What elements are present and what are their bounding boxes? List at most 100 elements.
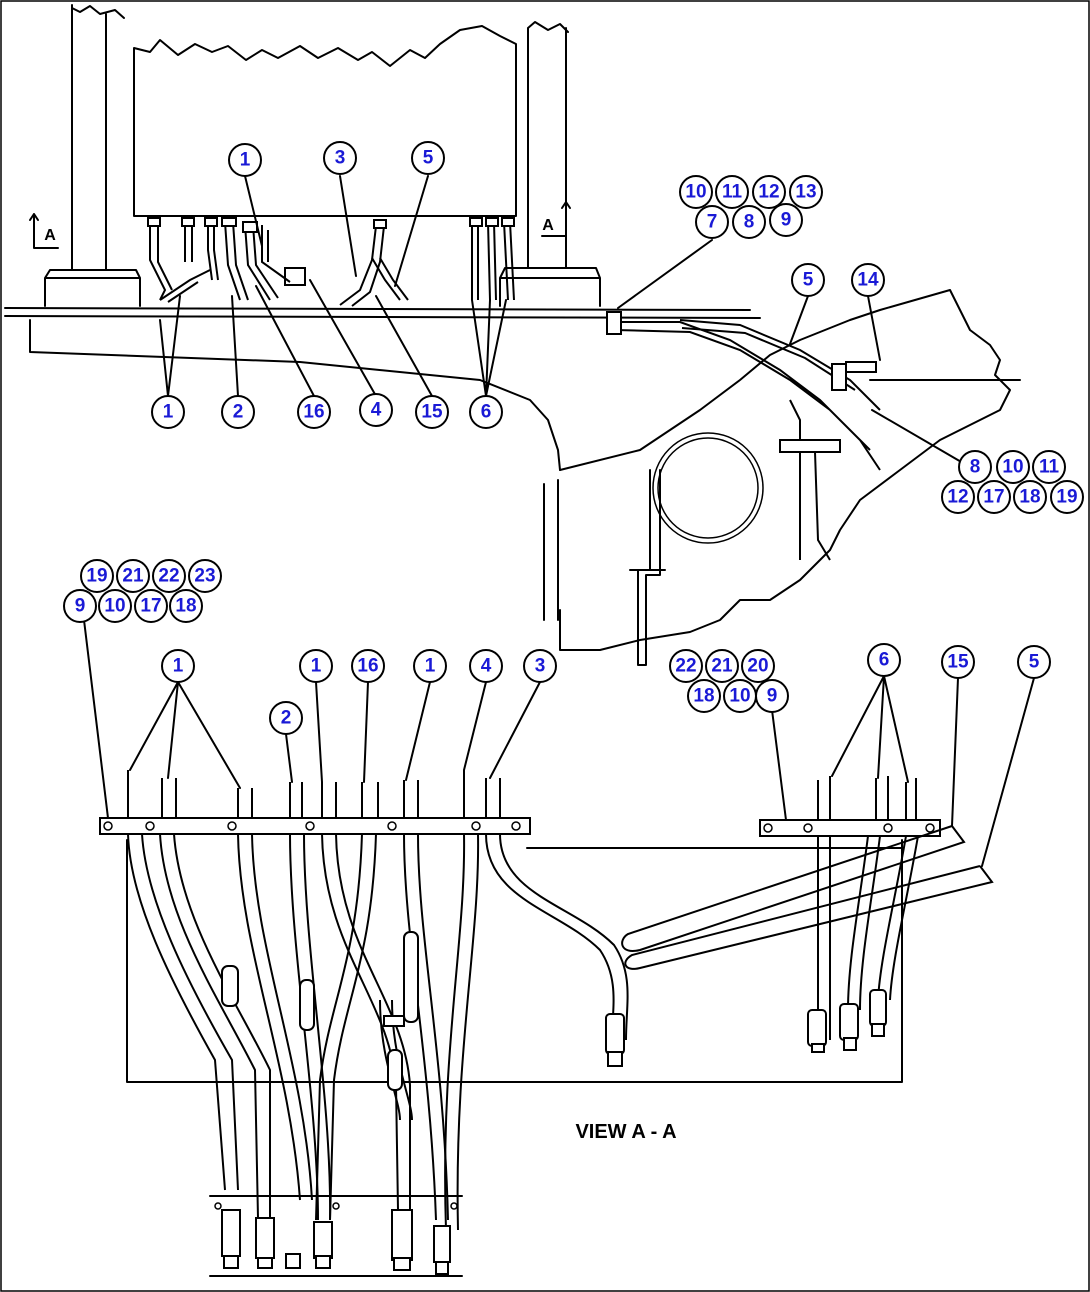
hydraulic-tank (133, 25, 517, 217)
callout-left-19: 19 (80, 559, 114, 593)
frame-rail (4, 307, 761, 319)
svg-text:18: 18 (693, 686, 714, 707)
svg-text:19: 19 (1056, 487, 1077, 508)
callout-va-1a: 1 (161, 649, 195, 683)
svg-text:8: 8 (970, 457, 981, 478)
left-hose-bundle (127, 833, 629, 1231)
svg-text:10: 10 (1002, 457, 1023, 478)
svg-text:18: 18 (175, 596, 196, 617)
callout-vr-21: 21 (705, 649, 739, 683)
callout-right-18: 18 (1013, 480, 1047, 514)
callout-left-18: 18 (169, 589, 203, 623)
svg-text:1: 1 (425, 656, 436, 677)
callout-top-16: 16 (297, 395, 331, 429)
frame-side-section (543, 289, 1021, 666)
svg-text:16: 16 (357, 656, 378, 677)
svg-text:10: 10 (729, 686, 750, 707)
callout-right-8: 8 (958, 450, 992, 484)
callout-top-7: 7 (695, 205, 729, 239)
callout-left-22: 22 (152, 559, 186, 593)
svg-text:17: 17 (983, 487, 1004, 508)
svg-text:16: 16 (303, 402, 324, 423)
callout-vr-18: 18 (687, 679, 721, 713)
callout-va-3: 3 (523, 649, 557, 683)
svg-text:19: 19 (86, 566, 107, 587)
svg-text:8: 8 (744, 212, 755, 233)
svg-text:12: 12 (758, 182, 779, 203)
callout-right-19: 19 (1050, 480, 1084, 514)
callout-top-10: 10 (679, 175, 713, 209)
callout-va-2: 2 (269, 701, 303, 735)
svg-text:1: 1 (163, 402, 174, 423)
callout-top-5b: 5 (791, 263, 825, 297)
frame-opening-circle (657, 437, 759, 539)
callout-top-15: 15 (415, 395, 449, 429)
callout-right-11: 11 (1032, 450, 1066, 484)
callout-top-12: 12 (752, 175, 786, 209)
callout-left-23: 23 (188, 559, 222, 593)
svg-text:5: 5 (803, 270, 814, 291)
lower-bracket-bar (209, 1195, 463, 1277)
callout-top-2: 2 (221, 395, 255, 429)
callout-va-1c: 1 (413, 649, 447, 683)
svg-text:1: 1 (173, 656, 184, 677)
svg-text:6: 6 (481, 402, 492, 423)
view-panel (126, 839, 903, 1083)
left-base-pad (44, 269, 141, 307)
svg-text:14: 14 (857, 270, 879, 291)
svg-text:20: 20 (747, 656, 768, 677)
svg-text:2: 2 (281, 708, 292, 729)
svg-text:17: 17 (140, 596, 161, 617)
callout-left-10: 10 (98, 589, 132, 623)
svg-text:4: 4 (481, 656, 492, 677)
callout-vr-15: 15 (941, 645, 975, 679)
svg-text:13: 13 (795, 182, 816, 203)
svg-text:4: 4 (371, 400, 382, 421)
svg-text:7: 7 (707, 212, 718, 233)
callout-top-14: 14 (851, 263, 885, 297)
callout-top-5a: 5 (411, 141, 445, 175)
svg-text:22: 22 (675, 656, 696, 677)
section-marker-left: A (29, 213, 59, 249)
callout-va-1b: 1 (299, 649, 333, 683)
svg-text:3: 3 (335, 148, 346, 169)
svg-text:21: 21 (711, 656, 733, 677)
callout-vr-6: 6 (867, 643, 901, 677)
svg-text:15: 15 (947, 652, 969, 673)
svg-text:23: 23 (194, 566, 215, 587)
svg-text:5: 5 (1029, 652, 1040, 673)
callout-vr-5: 5 (1017, 645, 1051, 679)
callouts: 1 3 5 10 11 12 13 7 8 9 5 14 1 2 16 4 15… (63, 141, 1084, 735)
left-clamp-bracket (99, 817, 531, 835)
tank-fittings (147, 217, 515, 307)
callout-right-17: 17 (977, 480, 1011, 514)
callout-vr-22: 22 (669, 649, 703, 683)
svg-text:A: A (542, 217, 554, 234)
svg-text:9: 9 (781, 210, 792, 231)
section-marker-right: A (541, 201, 571, 237)
callout-vr-9: 9 (755, 679, 789, 713)
top-assembly: A A (4, 4, 1021, 666)
view-a-a-assembly: VIEW A - A (99, 770, 994, 1277)
frame-underside (29, 319, 561, 471)
svg-text:22: 22 (158, 566, 179, 587)
callout-top-11: 11 (715, 175, 749, 209)
svg-text:12: 12 (947, 487, 968, 508)
right-base-pad (499, 267, 601, 307)
svg-text:9: 9 (75, 596, 86, 617)
svg-text:18: 18 (1019, 487, 1040, 508)
callout-left-21: 21 (116, 559, 150, 593)
right-hose-bundle (621, 776, 994, 1053)
svg-text:3: 3 (535, 656, 546, 677)
callout-va-4: 4 (469, 649, 503, 683)
svg-text:5: 5 (423, 148, 434, 169)
svg-text:9: 9 (767, 686, 778, 707)
callout-top-6: 6 (469, 395, 503, 429)
callout-right-12: 12 (941, 480, 975, 514)
callout-top-4: 4 (359, 393, 393, 427)
leader-lines (83, 175, 1035, 867)
svg-text:10: 10 (104, 596, 125, 617)
callout-vr-10: 10 (723, 679, 757, 713)
callout-left-9: 9 (63, 589, 97, 623)
